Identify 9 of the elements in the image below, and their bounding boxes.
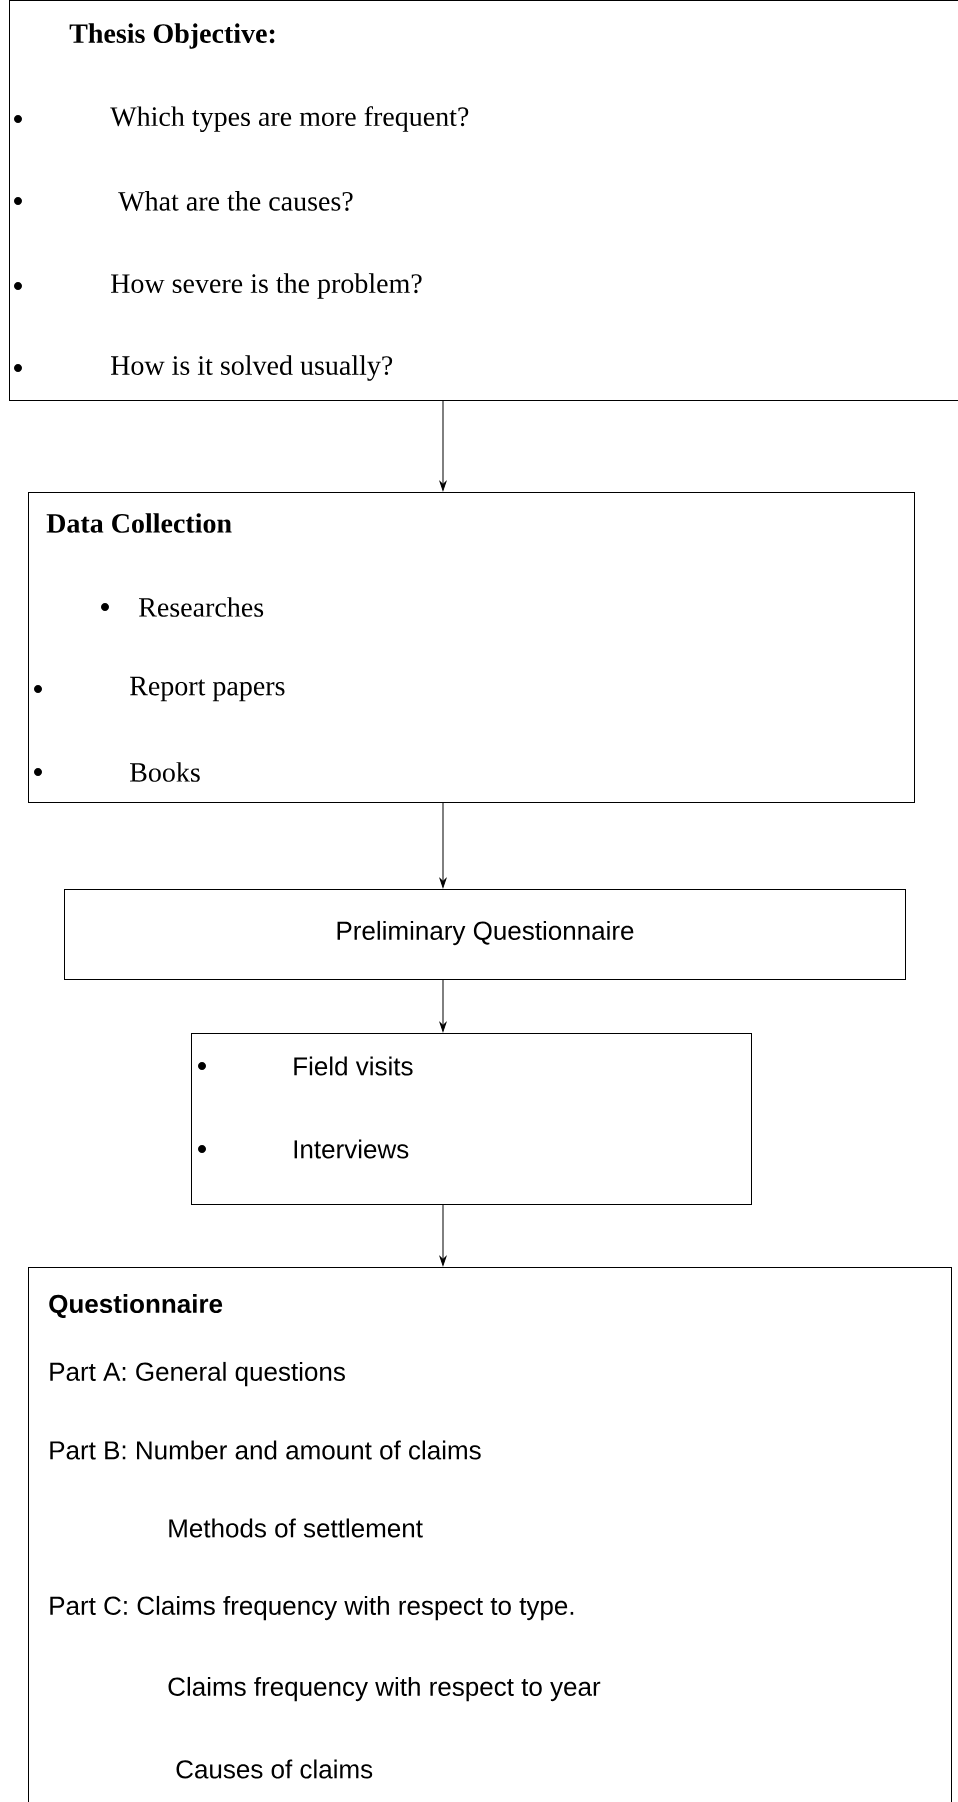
process-box: Questionnaire Part A: General questions Part B: Number and amount of claims Methods of settlement Part C: Claims frequency with respect to type. Claims frequency with respect to year Causes of claims <box>28 1267 952 1802</box>
arrow <box>439 802 447 888</box>
arrow <box>439 400 447 491</box>
process-box: Thesis Objective: Which types are more frequent? What are the causes? How severe is the problem? How is it solved usually? <box>9 0 958 401</box>
process-box: Field visits Interviews <box>191 1033 752 1205</box>
process-box: Data Collection Researches Report papers Books <box>28 492 915 803</box>
arrow <box>439 1204 447 1266</box>
process-box: Preliminary Questionnaire <box>64 889 906 980</box>
arrow <box>439 979 447 1032</box>
